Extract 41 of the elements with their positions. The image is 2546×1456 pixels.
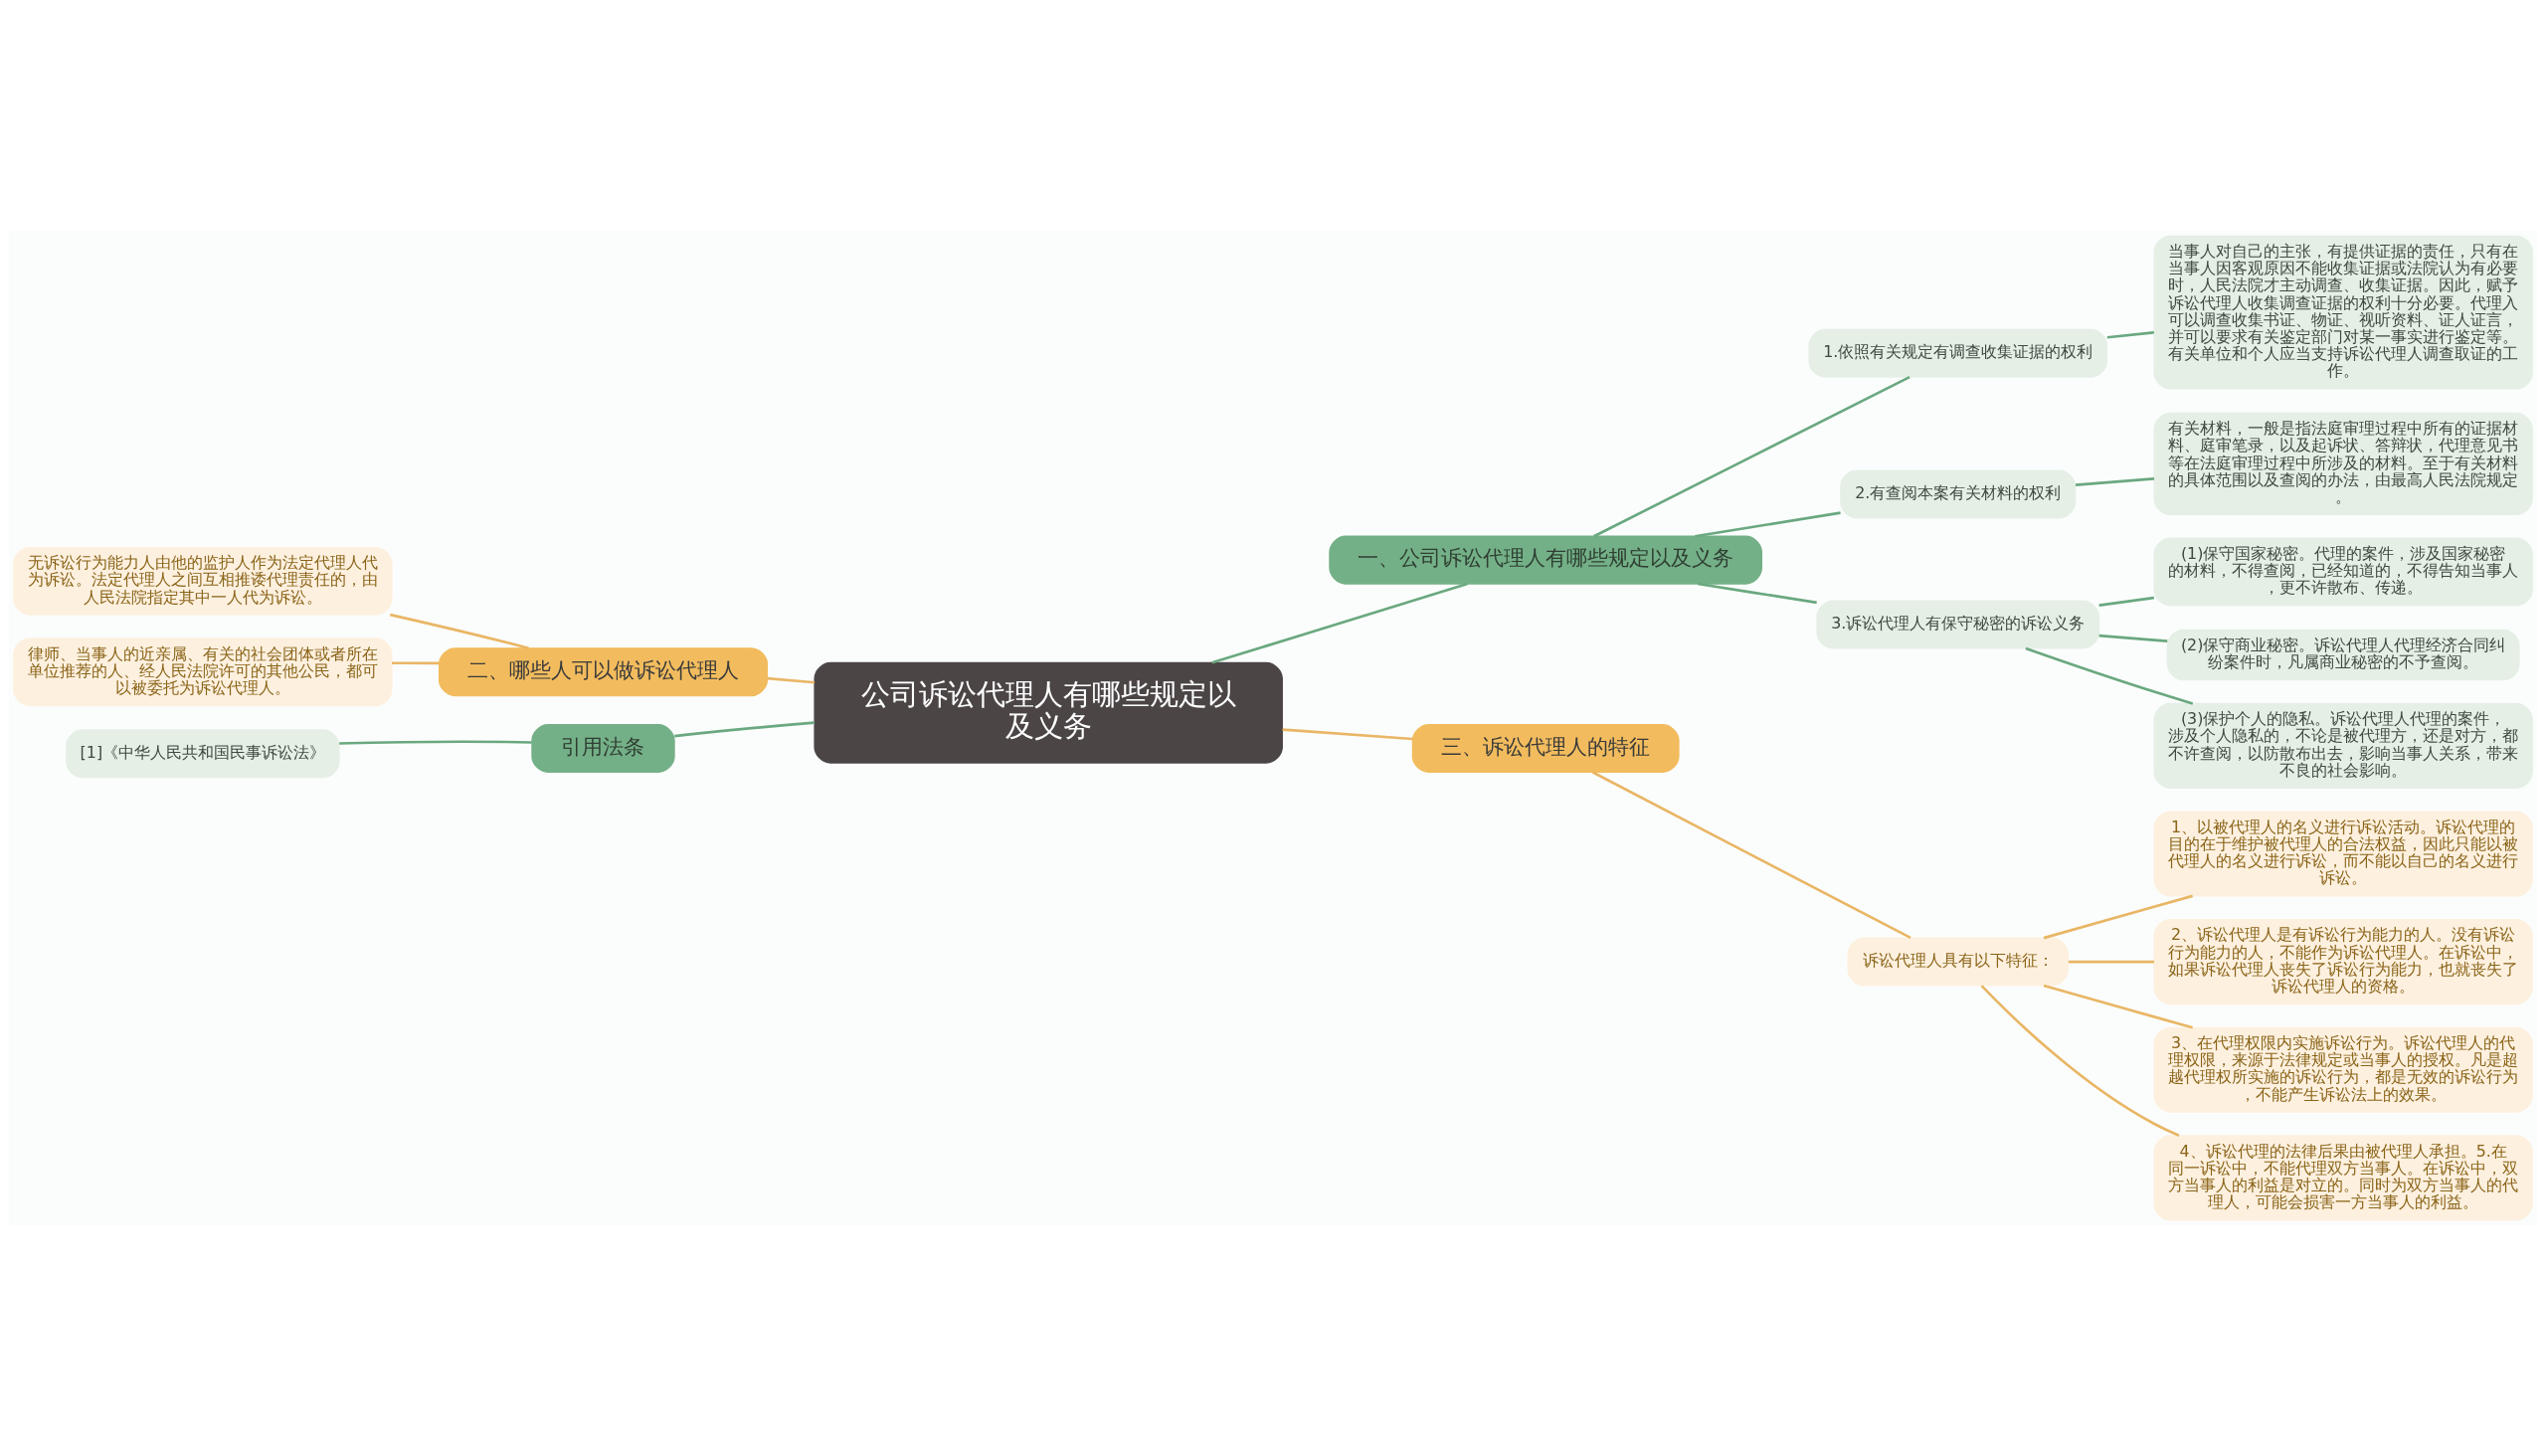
node-box: 1.依照有关规定有调查收集证据的权利 [1808, 328, 2108, 378]
connector [1591, 771, 1911, 940]
connector [1593, 375, 1910, 538]
node-box: 无诉讼行为能力人由他的监护人作为法定代理人代为诉讼。法定代理人之间互相推诿代理责任的，由人民法院指定其中一人代为诉讼。 [13, 546, 393, 616]
node-box: 三、诉讼代理人的特征 [1411, 724, 1680, 774]
node-box: 诉讼代理人具有以下特征： [1847, 937, 2069, 987]
node-box: [1]《中华人民共和国民事诉讼法》 [66, 729, 340, 779]
node-box: (2)保守商业秘密。诉讼代理人代理经济合同纠纷案件时，凡属商业秘密的不予查阅。 [2166, 629, 2520, 681]
node-box: 2、诉讼代理人是有诉讼行为能力的人。没有诉讼行为能力的人，不能作为诉讼代理人。在诉讼中，如果诉讼代理人丧失了诉讼行为能力，也就丧失了诉讼代理人的资格。 [2153, 919, 2533, 1005]
connector [2068, 960, 2154, 964]
connector [1282, 728, 1413, 741]
node-box: (1)保守国家秘密。代理的案件，涉及国家秘密的材料，不得查阅，已经知道的，不得告知当事人，更不许散布、传递。 [2153, 537, 2533, 607]
connector [2043, 894, 2193, 940]
connector [1695, 511, 1841, 538]
connector [2043, 984, 2193, 1029]
connector [2075, 477, 2155, 486]
node-box: 律师、当事人的近亲属、有关的社会团体或者所在单位推荐的人、经人民法院许可的其他公民，都可以被委托为诉讼代理人。 [13, 637, 393, 707]
node-box: 3.诉讼代理人有保守秘密的诉讼义务 [1816, 600, 2100, 649]
connector [767, 676, 816, 684]
connector [339, 740, 532, 745]
connector [390, 613, 529, 650]
node-box: (3)保护个人的隐私。诉讼代理人代理的案件，涉及个人隐私的，不论是被代理方，还是对方，都不许查阅，以防散布出去，影响当事人关系，带来不良的社会影响。 [2153, 702, 2533, 789]
node-box: 4、诉讼代理的法律后果由被代理人承担。5.在同一诉讼中，不能代理双方当事人。在诉讼中，双方当事人的利益是对立的。同时为双方当事人的代理人，可能会损害一方当事人的利益。 [2153, 1135, 2533, 1221]
node-box: 公司诉讼代理人有哪些规定以及义务 [814, 661, 1283, 764]
connector [2098, 596, 2155, 607]
connector [1211, 582, 1468, 664]
connector [2025, 646, 2194, 705]
connector [674, 721, 815, 738]
connector [392, 661, 440, 665]
node-box: 有关材料，一般是指法庭审理过程中所有的证据材料、庭审笔录，以及起诉状、答辩状，代理意见书等在法庭审理过程中所涉及的材料。至于有关材料的具体范围以及查阅的办法，由最高人民法院规定。 [2153, 412, 2533, 516]
node-box: 2.有查阅本案有关材料的权利 [1840, 469, 2077, 519]
connector [2106, 330, 2155, 339]
connector [1980, 985, 2180, 1138]
node-box: 引用法条 [531, 724, 675, 774]
node-box: 一、公司诉讼代理人有哪些规定以及义务 [1329, 535, 1763, 585]
connector [1697, 582, 1817, 605]
node-box: 二、哪些人可以做诉讼代理人 [438, 647, 769, 697]
node-box: 当事人对自己的主张，有提供证据的责任，只有在当事人因客观原因不能收集证据或法院认为有必要时，人民法院才主动调查、收集证据。因此，赋予诉讼代理人收集调查证据的权利十分必要。代理入可以调查收集书证、物证、视听资料、证人证言，并可以要求有关鉴定部门对某一事实进行鉴定等。有关单位和个人应当支持诉讼代理人调查取证的工作。 [2153, 235, 2533, 390]
connector [2098, 634, 2168, 642]
node-box: 3、在代理权限内实施诉讼行为。诉讼代理人的代理权限，来源于法律规定或当事人的授权。凡是超越代理权所实施的诉讼行为，都是无效的诉讼行为，不能产生诉讼法上的效果。 [2153, 1026, 2533, 1113]
node-box: 1、以被代理人的名义进行诉讼活动。诉讼代理的目的在于维护被代理人的合法权益，因此只能以被代理人的名义进行诉讼，而不能以自己的名义进行诉讼。 [2153, 811, 2533, 897]
